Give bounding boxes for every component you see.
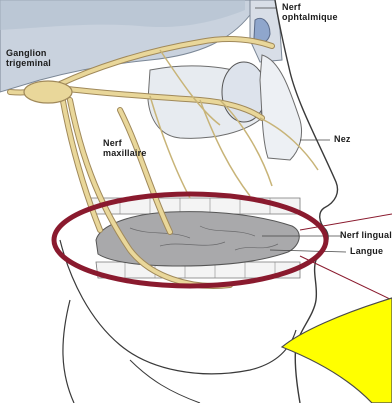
label-nerf-maxillaire: Nerf maxillaire bbox=[103, 138, 147, 158]
nasal-cavity bbox=[260, 55, 302, 160]
yellow-callout bbox=[282, 298, 392, 403]
label-nerf-lingual: Nerf lingual bbox=[340, 230, 392, 240]
label-langue: Langue bbox=[350, 246, 383, 256]
label-nez: Nez bbox=[334, 134, 351, 144]
throat-outline bbox=[130, 360, 200, 403]
label-ganglion-trigeminal: Ganglion trigeminal bbox=[6, 48, 51, 68]
label-nerf-ophtalmique: Nerf ophtalmique bbox=[282, 2, 338, 22]
neck-outline bbox=[63, 300, 74, 403]
ganglion-body bbox=[24, 81, 72, 103]
tongue bbox=[96, 212, 299, 266]
